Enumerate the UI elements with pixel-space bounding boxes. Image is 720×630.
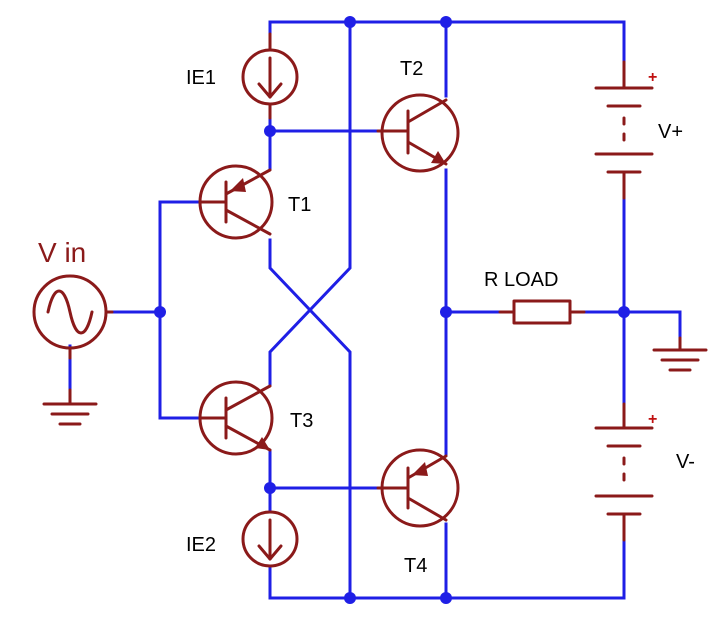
junction-dot <box>264 125 276 137</box>
transistor-t4 <box>376 448 460 528</box>
junction-dot <box>344 592 356 604</box>
junction-dot <box>440 306 452 318</box>
label-rload: R LOAD <box>484 269 558 291</box>
ground-symbol-vin <box>42 388 98 426</box>
transistor-t1 <box>198 164 274 240</box>
ac-source-vin <box>32 274 114 360</box>
label-plus-bottom: + <box>648 411 657 428</box>
label-vin: V in <box>38 237 86 268</box>
label-t1: T1 <box>288 194 311 216</box>
junction-dot <box>154 306 166 318</box>
label-vplus: V+ <box>658 121 683 143</box>
battery-vplus <box>594 60 654 200</box>
junction-dot <box>344 16 356 28</box>
junction-dot <box>264 482 276 494</box>
label-ie2: IE2 <box>186 534 216 556</box>
transistor-t2 <box>376 93 460 173</box>
label-plus-top: + <box>648 69 657 86</box>
label-vminus: V- <box>676 451 695 473</box>
rload-right-wire <box>570 310 682 348</box>
label-ie1: IE1 <box>186 67 216 89</box>
current-source-ie2 <box>241 510 299 568</box>
junction-dot <box>440 16 452 28</box>
junction-dot <box>440 592 452 604</box>
load-resistor <box>498 299 586 325</box>
label-t4: T4 <box>404 555 427 577</box>
label-t3: T3 <box>290 410 313 432</box>
t3-cross-wire <box>268 20 352 386</box>
label-t2: T2 <box>400 58 423 80</box>
current-source-ie1 <box>241 32 299 120</box>
junctions <box>154 16 630 604</box>
battery-vminus <box>594 402 654 542</box>
junction-dot <box>618 306 630 318</box>
transistor-t3 <box>198 380 274 456</box>
ground-symbol-load <box>652 336 708 372</box>
